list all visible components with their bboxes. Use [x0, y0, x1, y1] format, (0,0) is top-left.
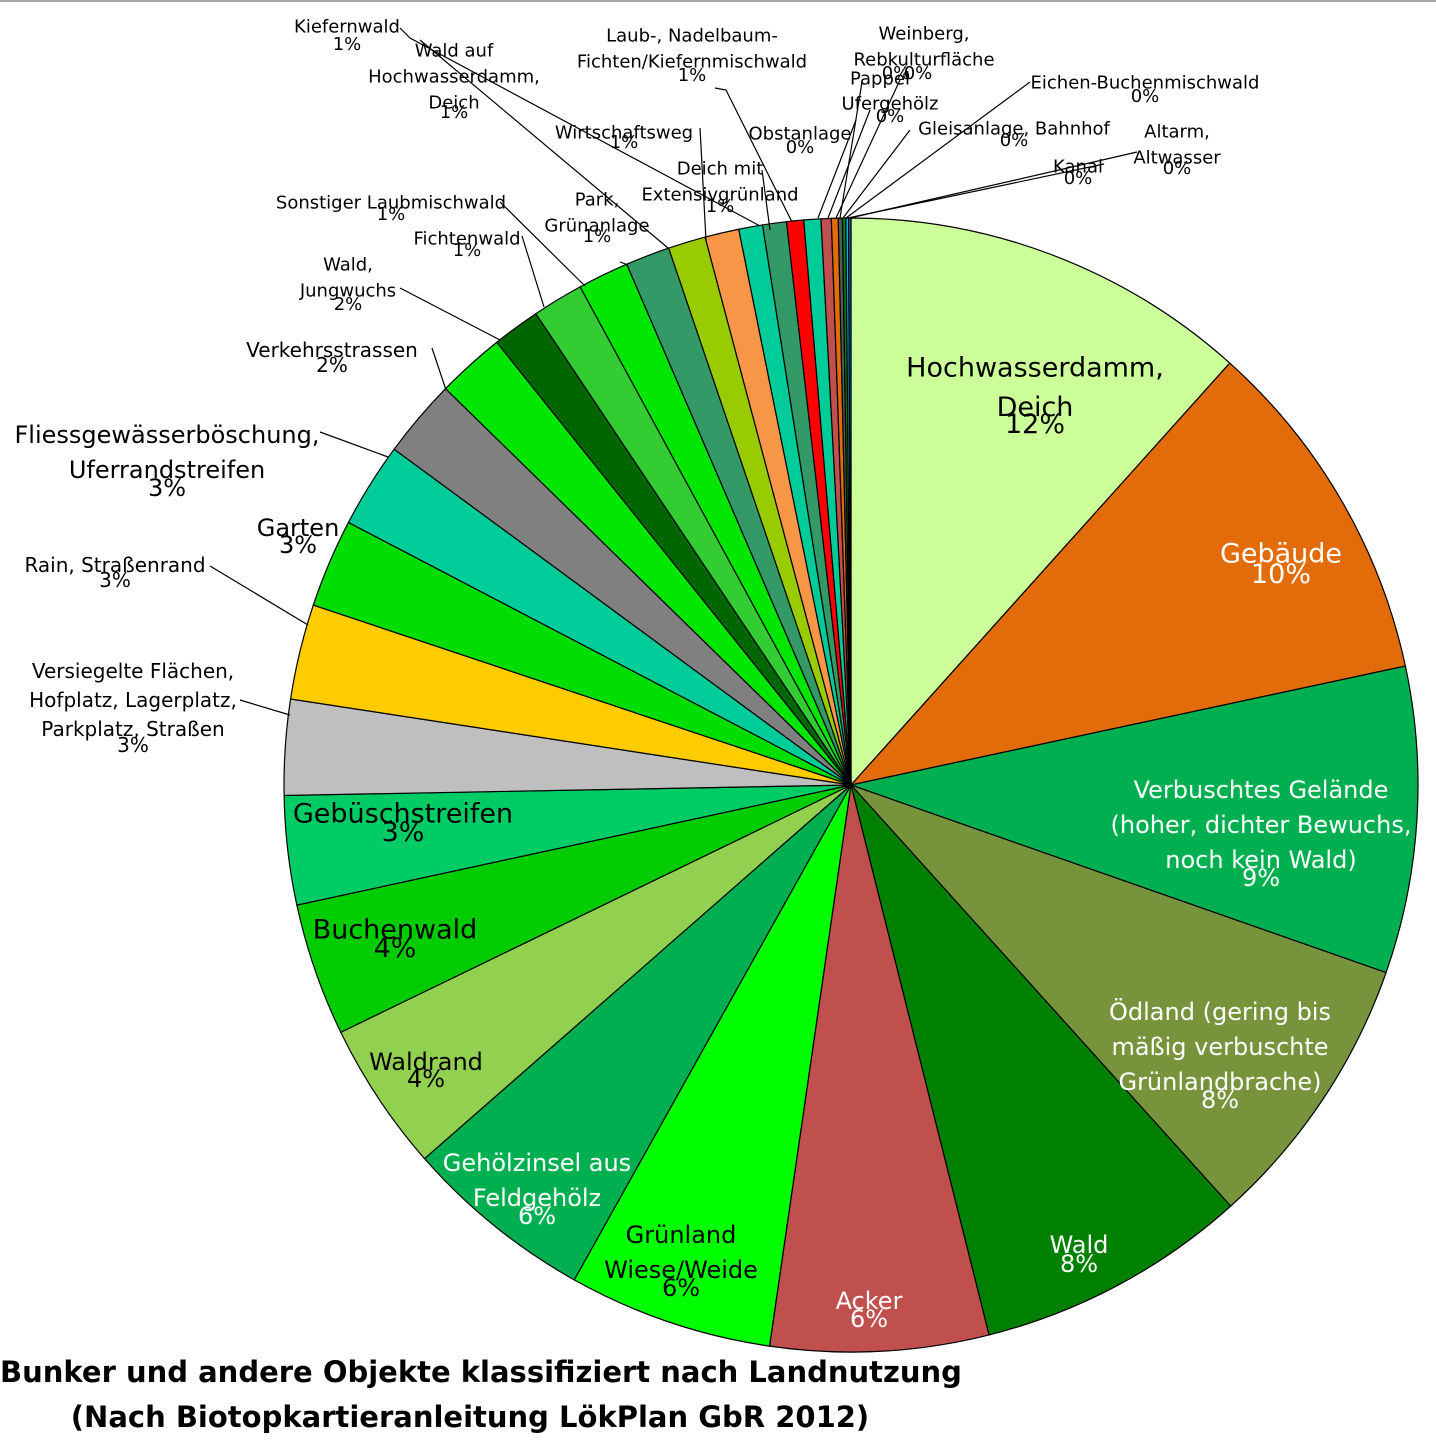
slice-label: Gebüschstreifen — [293, 799, 513, 830]
chart-title: Bunker und andere Objekte klassifiziert … — [0, 1355, 962, 1389]
slice-percent: 1% — [453, 240, 482, 261]
leader-line — [761, 169, 771, 231]
leader-line — [849, 151, 1138, 219]
slice-label: Pappel — [850, 68, 910, 89]
slice-percent: 0% — [1163, 158, 1192, 179]
leader-line — [817, 119, 857, 219]
slice-percent: 0% — [1000, 130, 1029, 151]
slice-label: Garten — [257, 514, 340, 542]
slice-percent: 1% — [377, 204, 406, 225]
slice-percent: 3% — [99, 568, 131, 592]
slice-percent: 3% — [382, 817, 425, 848]
slice-percent: 0% — [786, 137, 815, 158]
slice-label: Ufergehölz — [841, 93, 938, 114]
chart-subtitle: (Nach Biotopkartieranleitung LökPlan GbR… — [70, 1400, 870, 1434]
leader-line — [699, 127, 707, 241]
pie-slice — [573, 784, 852, 1347]
slice-percent: 1% — [610, 132, 639, 153]
pie-slice — [848, 665, 1419, 974]
slice-percent: 6% — [662, 1274, 700, 1302]
slice-percent: 0% — [904, 63, 933, 84]
slice-label: Park,Grünanlage — [544, 189, 649, 236]
slice-percent: 8% — [1060, 1250, 1098, 1278]
slice-label: Versiegelte Flächen,Hofplatz, Lagerplatz… — [29, 659, 237, 741]
slice-percent: 8% — [1201, 1086, 1239, 1114]
slice-percent: 0% — [1064, 168, 1093, 189]
slice-label: Wald,Jungwuchs — [299, 254, 396, 301]
pie-slice — [768, 784, 990, 1353]
slice-percent: 0% — [1131, 86, 1160, 107]
slice-percent: 10% — [1251, 559, 1311, 590]
leader-line — [431, 347, 447, 391]
slice-label: Wirtschaftsweg — [555, 122, 693, 143]
slice-label: Acker — [836, 1287, 903, 1315]
leader-line — [835, 79, 901, 219]
slice-label: Verkehrsstrassen — [246, 338, 418, 362]
slice-percent: 3% — [279, 531, 317, 559]
slice-label: Gebäude — [1220, 539, 1342, 570]
slice-percent: 1% — [678, 65, 707, 86]
slice-percent: 12% — [1005, 409, 1065, 440]
pie-slice — [850, 217, 1231, 787]
slice-percent: 0% — [882, 63, 911, 84]
top-divider — [0, 0, 1436, 2]
slice-label: Wald — [1050, 1231, 1109, 1259]
slice-percent: 2% — [316, 353, 348, 377]
slice-label: Fliessgewässerböschung,Uferrandstreifen — [14, 421, 319, 484]
slice-label: Buchenwald — [313, 915, 478, 946]
slice-percent: 1% — [583, 226, 612, 247]
slice-label: Eichen-Buchenmischwald — [1031, 72, 1260, 93]
leader-line — [619, 261, 629, 266]
slice-label: Rain, Straßenrand — [24, 553, 205, 577]
slice-label: Altarm,Altwasser — [1133, 121, 1221, 168]
slice-label: Hochwasserdamm,Deich — [906, 353, 1164, 423]
slice-percent: 3% — [148, 474, 186, 502]
pie-slice — [423, 784, 852, 1281]
leader-line — [399, 27, 761, 227]
leader-line — [845, 81, 1031, 219]
slice-label: Kiefernwald — [294, 16, 400, 37]
slice-percent: 9% — [1242, 864, 1280, 892]
leader-line — [399, 287, 501, 341]
leader-line — [209, 565, 309, 626]
leader-line — [499, 201, 586, 287]
slice-percent: 4% — [374, 933, 417, 964]
slice-label: Laub-, Nadelbaum-Fichten/Kiefernmischwal… — [577, 25, 807, 72]
slice-percent: 6% — [518, 1202, 556, 1230]
slice-percent: 1% — [333, 34, 362, 55]
leader-line — [319, 431, 389, 458]
slice-percent: 1% — [440, 102, 469, 123]
slice-label: Waldrand — [369, 1048, 483, 1076]
leader-line — [419, 39, 669, 249]
slice-percent: 6% — [850, 1305, 888, 1333]
leader-line — [839, 81, 863, 219]
leader-line — [714, 87, 793, 223]
slice-label: Sonstiger Laubmischwald — [276, 192, 506, 213]
pie-slice — [849, 362, 1407, 786]
pie-slice — [850, 784, 1387, 1207]
slice-label: Fichtenwald — [413, 228, 520, 249]
slice-percent: 2% — [334, 294, 363, 315]
slice-percent: 0% — [876, 106, 905, 127]
pie-slice — [850, 784, 1232, 1336]
leader-line — [239, 699, 291, 716]
slice-label: Obstanlage — [749, 123, 852, 144]
slice-percent: 3% — [117, 733, 149, 757]
slice-label: Verbuschtes Gelände(hoher, dichter Bewuc… — [1111, 776, 1412, 874]
leader-line — [842, 129, 911, 219]
slice-percent: 4% — [407, 1065, 445, 1093]
slice-label: Gleisanlage, Bahnhof — [918, 118, 1110, 139]
leader-line — [521, 235, 545, 308]
slice-label: Weinberg,Rebkulturfläche — [853, 23, 994, 70]
